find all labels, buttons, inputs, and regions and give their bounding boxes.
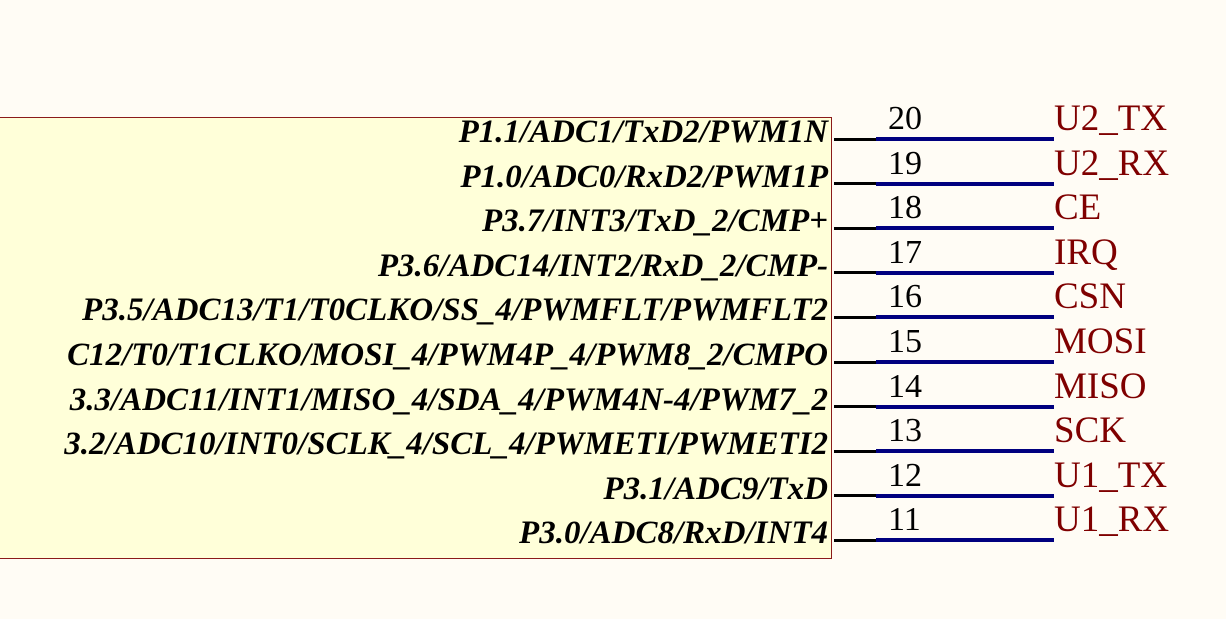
pin-name-label: P3.6/ADC14/INT2/RxD_2/CMP- — [377, 247, 828, 284]
net-wire[interactable] — [876, 538, 1054, 543]
pin-number: 12 — [888, 456, 922, 494]
net-label[interactable]: U1_TX — [1054, 454, 1168, 496]
pin-name-label: C12/T0/T1CLKO/MOSI_4/PWM4P_4/PWM8_2/CMPO — [67, 337, 828, 373]
pin-number: 14 — [888, 367, 922, 405]
net-wire[interactable] — [876, 270, 1054, 275]
pin-stub[interactable] — [834, 137, 876, 141]
net-wire[interactable] — [876, 449, 1054, 454]
net-wire[interactable] — [876, 315, 1054, 320]
net-label[interactable]: MISO — [1054, 365, 1147, 407]
net-wire[interactable] — [876, 404, 1054, 409]
pin-name-label: P1.0/ADC0/RxD2/PWM1P — [460, 158, 828, 195]
pin-number: 20 — [888, 100, 922, 137]
pin-number: 18 — [888, 189, 922, 227]
pin-stub[interactable] — [834, 405, 876, 409]
net-wire[interactable] — [876, 493, 1054, 498]
net-wire[interactable] — [876, 226, 1054, 231]
pin-number: 19 — [888, 144, 922, 182]
pin-name-label: P1.1/ADC1/TxD2/PWM1N — [458, 114, 828, 150]
pin-stub[interactable] — [834, 538, 876, 542]
pin-name-label: P3.0/ADC8/RxD/INT4 — [519, 515, 828, 552]
pin-name-label: 3.3/ADC11/INT1/MISO_4/SDA_4/PWM4N-4/PWM7… — [69, 381, 828, 418]
pin-stub[interactable] — [834, 271, 876, 275]
pin-stub[interactable] — [834, 226, 876, 230]
net-label[interactable]: CE — [1054, 187, 1102, 229]
mcu-component-body[interactable] — [0, 117, 832, 559]
pin-number: 13 — [888, 412, 922, 450]
net-label[interactable]: U1_RX — [1054, 499, 1170, 541]
pin-name-label: P3.5/ADC13/T1/T0CLKO/SS_4/PWMFLT/PWMFLT2 — [82, 292, 828, 329]
pin-name-label: P3.1/ADC9/TxD — [603, 470, 828, 507]
net-wire[interactable] — [876, 137, 1054, 141]
pin-stub[interactable] — [834, 494, 876, 498]
pin-stub[interactable] — [834, 182, 876, 186]
pin-name-label: P3.7/INT3/TxD_2/CMP+ — [481, 203, 828, 240]
pin-stub[interactable] — [834, 449, 876, 453]
net-wire[interactable] — [876, 360, 1054, 364]
pin-name-label: 3.2/ADC10/INT0/SCLK_4/SCL_4/PWMETI/PWMET… — [64, 426, 828, 463]
net-label[interactable]: U2_TX — [1054, 98, 1168, 139]
net-label[interactable]: CSN — [1054, 276, 1126, 318]
net-label[interactable]: SCK — [1054, 410, 1126, 452]
net-label[interactable]: MOSI — [1054, 321, 1147, 362]
pin-number: 15 — [888, 323, 922, 360]
pin-number: 17 — [888, 233, 922, 271]
pin-number: 16 — [888, 278, 922, 316]
pin-stub[interactable] — [834, 315, 876, 319]
pin-stub[interactable] — [834, 360, 876, 364]
net-label[interactable]: IRQ — [1054, 231, 1118, 273]
net-label[interactable]: U2_RX — [1054, 142, 1170, 184]
net-wire[interactable] — [876, 181, 1054, 186]
pin-number: 11 — [888, 501, 921, 539]
